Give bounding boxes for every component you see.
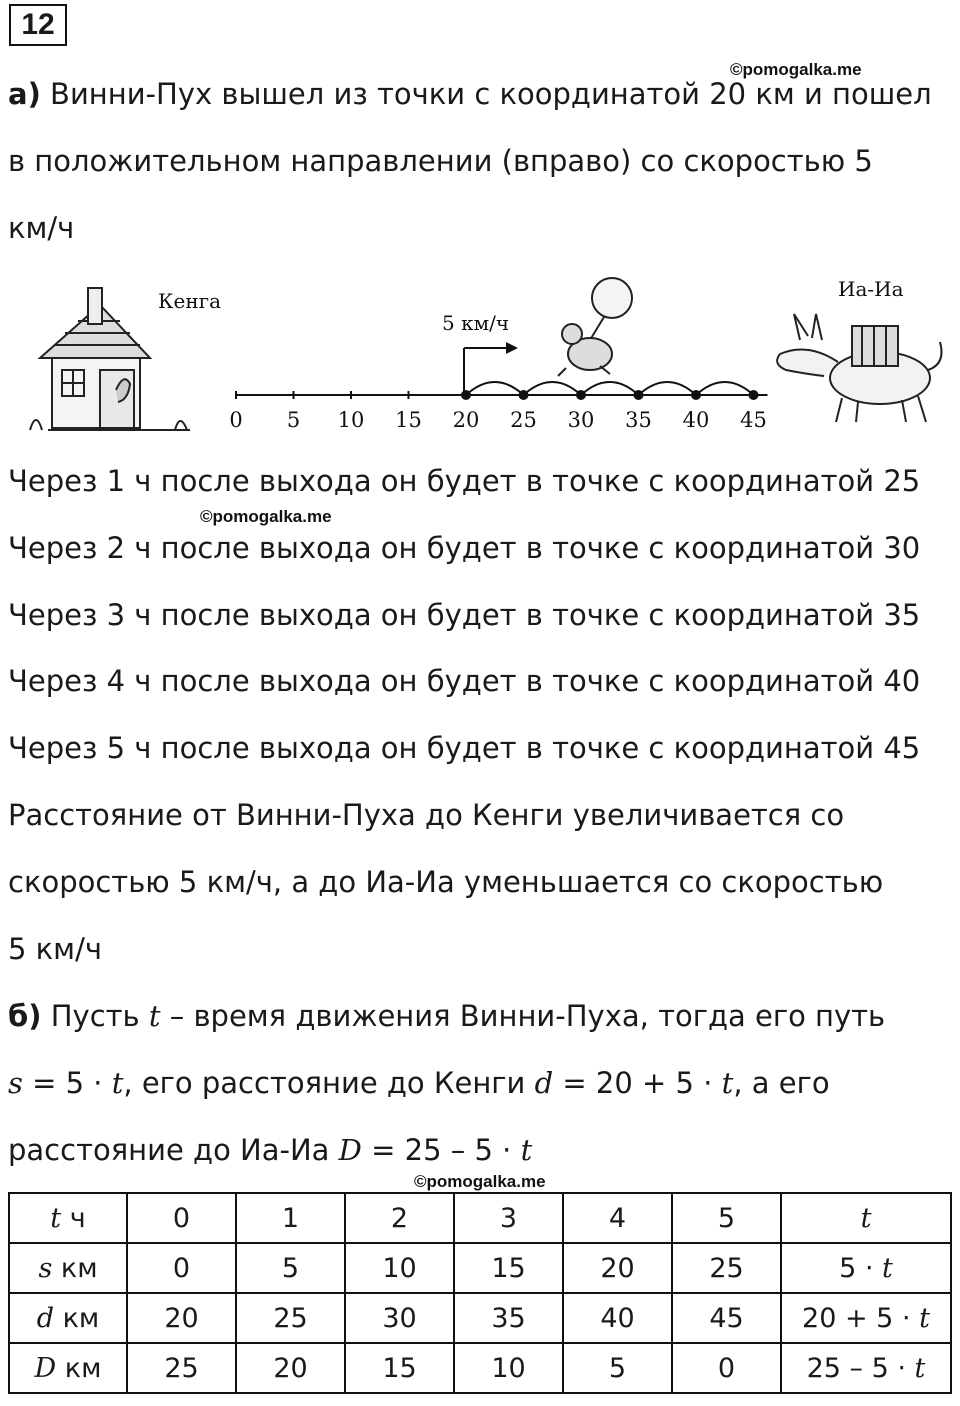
conclusion-line-2: скоростью 5 км/ч, а до Иа-Иа уменьшается…	[8, 865, 884, 899]
part-a-label: а)	[8, 77, 41, 111]
part-b-line-1: б) Пусть t – время движения Винни-Пуха, …	[8, 996, 885, 1036]
kenga-house-illustration	[29, 287, 190, 431]
tick-label: 45	[740, 408, 767, 432]
speed-label: 5 км/ч	[442, 311, 509, 335]
table-cell: 5	[671, 1192, 782, 1244]
table-row: d км 20 25 30 35 40 45 20 + 5 ⋅ t	[8, 1292, 952, 1344]
table-cell: 0	[126, 1192, 237, 1244]
tick-label: 0	[229, 408, 242, 432]
tick-label: 30	[568, 408, 595, 432]
watermark: ©pomogalka.me	[200, 507, 332, 526]
table-cell: 25	[235, 1292, 346, 1344]
tick-label: 25	[510, 408, 537, 432]
position-line-2: Через 2 ч после выхода он будет в точке …	[8, 531, 921, 565]
table-cell: 20	[126, 1292, 237, 1344]
table-cell: 10	[453, 1342, 564, 1394]
formula-cell: 5 ⋅ t	[780, 1242, 952, 1294]
var-t: t	[520, 1133, 533, 1167]
var-D: D	[338, 1133, 362, 1167]
speed-arrowhead	[506, 342, 518, 354]
task-number: 12	[9, 4, 67, 46]
jump-arc	[580, 381, 640, 396]
table-cell: 4	[562, 1192, 673, 1244]
part-a-line-3: км/ч	[8, 211, 75, 245]
tick-label: 10	[338, 408, 365, 432]
table-cell: 45	[671, 1292, 782, 1344]
conclusion-line-1: Расстояние от Винни-Пуха до Кенги увелич…	[8, 798, 845, 832]
D-expression: = 25 – 5 ⋅	[361, 1133, 521, 1167]
table-cell: 35	[453, 1292, 564, 1344]
conclusion-line-3: 5 км/ч	[8, 932, 102, 966]
watermark: ©pomogalka.me	[414, 1172, 546, 1191]
donkey-illustration	[776, 313, 943, 423]
part-b-text-pre: Пусть	[50, 999, 149, 1033]
d-expression: = 20 + 5 ⋅	[553, 1066, 722, 1100]
var-t: t	[721, 1066, 734, 1100]
tick-label: 35	[625, 408, 652, 432]
part-a-text-1: Винни-Пух вышел из точки с координатой 2…	[50, 77, 932, 111]
bear-balloon-illustration	[557, 277, 633, 377]
jump-arc	[522, 381, 582, 396]
table-cell: 10	[344, 1242, 455, 1294]
position-dot	[748, 390, 759, 400]
part-b-line3-pre: расстояние до Иа-Иа	[8, 1133, 339, 1167]
position-line-3: Через 3 ч после выхода он будет в точке …	[8, 598, 921, 632]
table-row: D км 25 20 15 10 5 0 25 – 5 ⋅ t	[8, 1342, 952, 1394]
number-line-figure: Кенга Иа-Иа 5 км/ч 0 5 10 15 20 25 30 35 40 45	[29, 277, 943, 432]
part-b-line-2: s = 5 ⋅ t, его расстояние до Кенги d = 2…	[8, 1063, 830, 1103]
part-b-text-post: – время движения Винни-Пуха, тогда его п…	[160, 999, 886, 1033]
ia-label: Иа-Иа	[838, 277, 904, 301]
row-header: s км	[8, 1242, 128, 1294]
jump-arc	[695, 381, 755, 396]
formula-cell: 25 – 5 ⋅ t	[780, 1342, 952, 1394]
table-cell: 15	[344, 1342, 455, 1394]
table-cell: 1	[235, 1192, 346, 1244]
watermark: ©pomogalka.me	[730, 60, 862, 79]
var-s: s	[8, 1066, 23, 1100]
table-cell: 0	[671, 1342, 782, 1394]
table-cell: 2	[344, 1192, 455, 1244]
part-b-label: б)	[8, 999, 42, 1033]
var-t: t	[148, 999, 161, 1033]
var-d: d	[534, 1066, 554, 1100]
table-cell: 15	[453, 1242, 564, 1294]
table-cell: 25	[126, 1342, 237, 1394]
table-row: t ч 0 1 2 3 4 5 t	[8, 1192, 952, 1244]
row-header: D км	[8, 1342, 128, 1394]
position-line-4: Через 4 ч после выхода он будет в точке …	[8, 664, 921, 698]
tick-label: 20	[453, 408, 480, 432]
formula-cell: t	[780, 1192, 952, 1244]
tick-label: 15	[395, 408, 422, 432]
jump-arc	[465, 381, 525, 396]
part-a-line-1: а) Винни-Пух вышел из точки с координато…	[8, 74, 932, 114]
part-b-line-3: расстояние до Иа-Иа D = 25 – 5 ⋅ t	[8, 1130, 532, 1170]
table-row: s км 0 5 10 15 20 25 5 ⋅ t	[8, 1242, 952, 1294]
s-expression: = 5 ⋅	[22, 1066, 112, 1100]
values-table: t ч 0 1 2 3 4 5 t s км 0 5 10 15 20 25 5…	[8, 1192, 952, 1394]
formula-cell: 20 + 5 ⋅ t	[780, 1292, 952, 1344]
kenga-label: Кенга	[158, 289, 221, 313]
row-header: d км	[8, 1292, 128, 1344]
part-b-tail: , а его	[733, 1066, 830, 1100]
table-cell: 30	[344, 1292, 455, 1344]
jump-arc	[637, 381, 697, 396]
position-line-1: Через 1 ч после выхода он будет в точке …	[8, 464, 921, 498]
tick-label: 40	[683, 408, 710, 432]
number-line-axis: 0 5 10 15 20 25 30 35 40 45	[229, 381, 768, 432]
position-line-5: Через 5 ч после выхода он будет в точке …	[8, 731, 921, 765]
table-cell: 20	[562, 1242, 673, 1294]
table-cell: 0	[126, 1242, 237, 1294]
table-cell: 5	[235, 1242, 346, 1294]
table-cell: 20	[235, 1342, 346, 1394]
table-cell: 40	[562, 1292, 673, 1344]
table-cell: 25	[671, 1242, 782, 1294]
table-cell: 3	[453, 1192, 564, 1244]
row-header: t ч	[8, 1192, 128, 1244]
part-a-line-2: в положительном направлении (вправо) со …	[8, 144, 873, 178]
part-b-mid-text: , его расстояние до Кенги	[123, 1066, 535, 1100]
var-t: t	[111, 1066, 124, 1100]
table-cell: 5	[562, 1342, 673, 1394]
tick-label: 5	[287, 408, 300, 432]
